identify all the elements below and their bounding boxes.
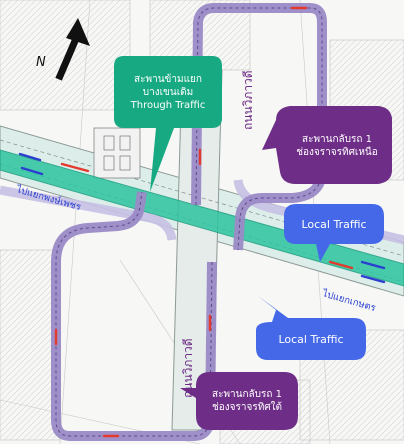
through-callout-line3: Through Traffic [130, 99, 206, 111]
through-overpass [0, 149, 404, 287]
local-traffic-upper-callout: Local Traffic [284, 204, 384, 244]
arrow-blue-west-2 [20, 166, 44, 176]
local-upper-callout-shape [284, 204, 384, 262]
local-lower-label: Local Traffic [278, 332, 344, 346]
north-uturn-loop-edge [195, 7, 323, 251]
local-upper-label: Local Traffic [301, 217, 367, 231]
south-uturn-callout: สะพานกลับรถ 1 ช่องจราจรทิศใต้ [196, 372, 298, 430]
north-label: N [36, 55, 46, 70]
building-block [93, 127, 141, 179]
arrow-blue-west [18, 152, 42, 162]
north-uturn-line1: สะพานกลับรถ 1 [301, 134, 372, 145]
north-uturn-callout-shape [262, 106, 392, 184]
arrow-blue-east-2 [360, 260, 386, 270]
through-callout-line1: สะพานข้ามแยก [134, 73, 202, 85]
south-uturn-line1: สะพานกลับรถ 1 [211, 389, 282, 400]
north-arrow-icon [55, 18, 90, 81]
local-lower-callout-shape [256, 296, 366, 360]
west-ramp [0, 185, 177, 241]
local-traffic-lower-callout: Local Traffic [256, 318, 366, 360]
through-traffic-callout-shape [114, 56, 222, 192]
through-callout-line2: บางเขนเดิม [142, 86, 194, 98]
north-uturn-line2: ช่องจราจรทิศเหนือ [296, 147, 378, 158]
south-uturn-callout-shape [180, 372, 298, 430]
direction-label-east: ไปแยกเกษตร [320, 287, 377, 314]
arrow-red-west [60, 162, 90, 173]
north-uturn-callout: สะพานกลับรถ 1 ช่องจราจรทิศเหนือ [282, 108, 392, 184]
arrow-red-east [328, 260, 354, 270]
through-traffic-callout: สะพานข้ามแยก บางเขนเดิม Through Traffic [114, 56, 222, 128]
arrow-blue-east [360, 274, 386, 284]
south-uturn-line2: ช่องจราจรทิศใต้ [211, 402, 283, 413]
road-label-north: ถนนวิภาวดี [241, 70, 255, 130]
road-label-south: ถนนวิภาวดี [181, 338, 195, 398]
